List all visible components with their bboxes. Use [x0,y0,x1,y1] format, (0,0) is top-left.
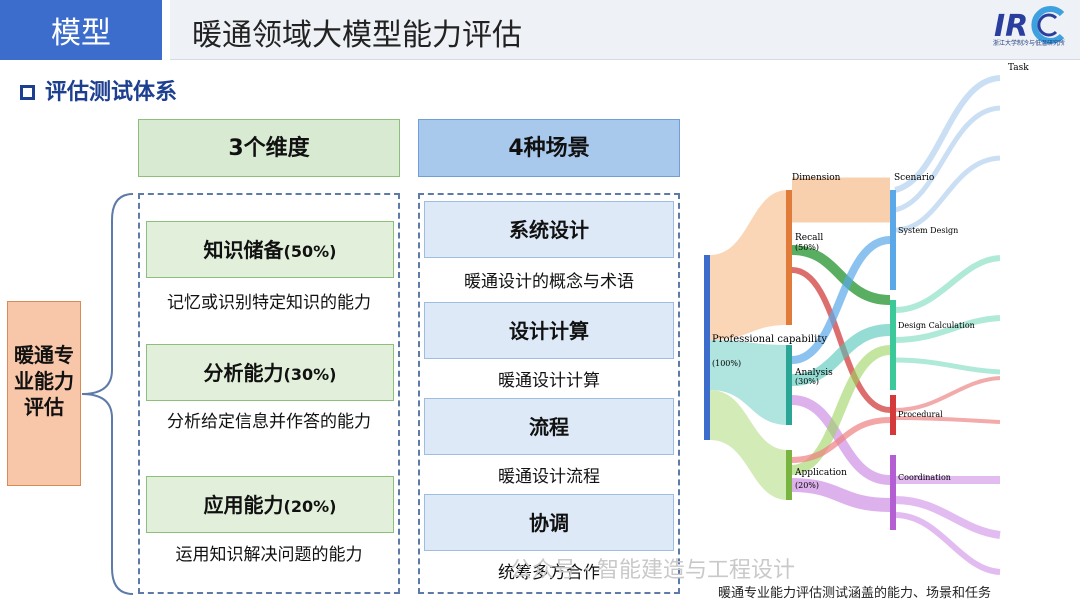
dim-pct-recall: (50%) [795,243,819,252]
dimension-name: 分析能力 [203,361,284,385]
col-dimension-header: Dimension [792,173,841,183]
page-title: 暖通领域大模型能力评估 [192,18,522,53]
node-root [704,255,710,440]
square-bullet-icon [20,85,35,100]
flow-application [710,390,788,500]
dimension-pct: (50%) [283,242,337,261]
dim-pct-analysis: (30%) [795,377,819,386]
dimension-pct: (30%) [283,365,337,384]
scenarios-header: 4种场景 [418,119,680,177]
scenario-procedural: 流程 [424,398,674,455]
scenario-desc: 暖通设计的概念与术语 [464,272,634,292]
scen-label-procedural: Procedural [898,410,943,419]
dimension-desc: 运用知识解决问题的能力 [175,545,363,565]
dimension-desc: 分析给定信息并作答的能力 [167,412,371,432]
subheading-text: 评估测试体系 [45,80,178,105]
dimension-desc: 记忆或识别特定知识的能力 [167,293,371,313]
scenarios-container [418,193,680,594]
dimension-name: 知识储备 [203,238,284,262]
node-analysis [786,345,792,425]
figure-caption: 暖通专业能力评估测试涵盖的能力、场景和任务 [718,586,992,601]
flow-analysis [710,340,788,425]
scenario-coordination: 协调 [424,494,674,551]
col-scenario-header: Scenario [894,173,934,183]
node-design-calc [890,300,896,390]
dimension-application: 应用能力(20%) [146,476,394,533]
node-recall [786,190,792,325]
scenario-desc: 暖通设计计算 [498,371,600,391]
scen-label-coordination: Coordination [898,473,951,482]
watermark: 公众号 · 智能建造与工程设计 [510,558,795,583]
scenario-desc: 暖通设计流程 [498,467,600,487]
dimension-pct: (20%) [283,497,337,516]
logo-caption: 浙江大学制冷与低温研究所 [992,40,1065,47]
task-fan-lines [894,75,1001,575]
scen-label-system-design: System Design [898,226,958,235]
dimensions-container [138,193,400,594]
sankey-diagram: Dimension Scenario Task Professional cap… [704,63,1029,575]
svg-text:IR: IR [994,9,1028,44]
section-subheading: 评估测试体系 [20,74,177,106]
dimensions-header: 3个维度 [138,119,400,177]
dimension-name: 应用能力 [203,493,284,517]
dim-label-analysis: Analysis [794,368,833,378]
flow-recall [710,190,788,340]
scen-label-design-calc: Design Calculation [898,321,975,330]
node-application [786,450,792,500]
dim-label-recall: Recall [795,233,823,243]
dimension-analysis: 分析能力(30%) [146,344,394,401]
irc-logo: IR [994,6,1065,44]
header-bar: 暖通领域大模型能力评估 [170,0,1080,60]
dim-label-application: Application [794,468,847,478]
dim-pct-application: (20%) [795,481,819,490]
root-pct: (100%) [712,359,741,368]
node-coordination [890,455,896,530]
section-tab: 模型 [0,0,162,60]
root-label: Professional capability [712,334,827,345]
section-title: 模型 [51,16,111,51]
scenario-desc: 统筹多方合作 [498,563,600,583]
scenario-system-design: 系统设计 [424,201,674,258]
dimension-knowledge: 知识储备(50%) [146,221,394,278]
scenario-design-calc: 设计计算 [424,302,674,359]
col-task-header: Task [1008,63,1029,73]
left-brace [81,193,134,595]
hvac-capability-box: 暖通专业能力评估 [7,301,81,486]
node-procedural [890,395,896,435]
node-system-design [890,190,896,290]
